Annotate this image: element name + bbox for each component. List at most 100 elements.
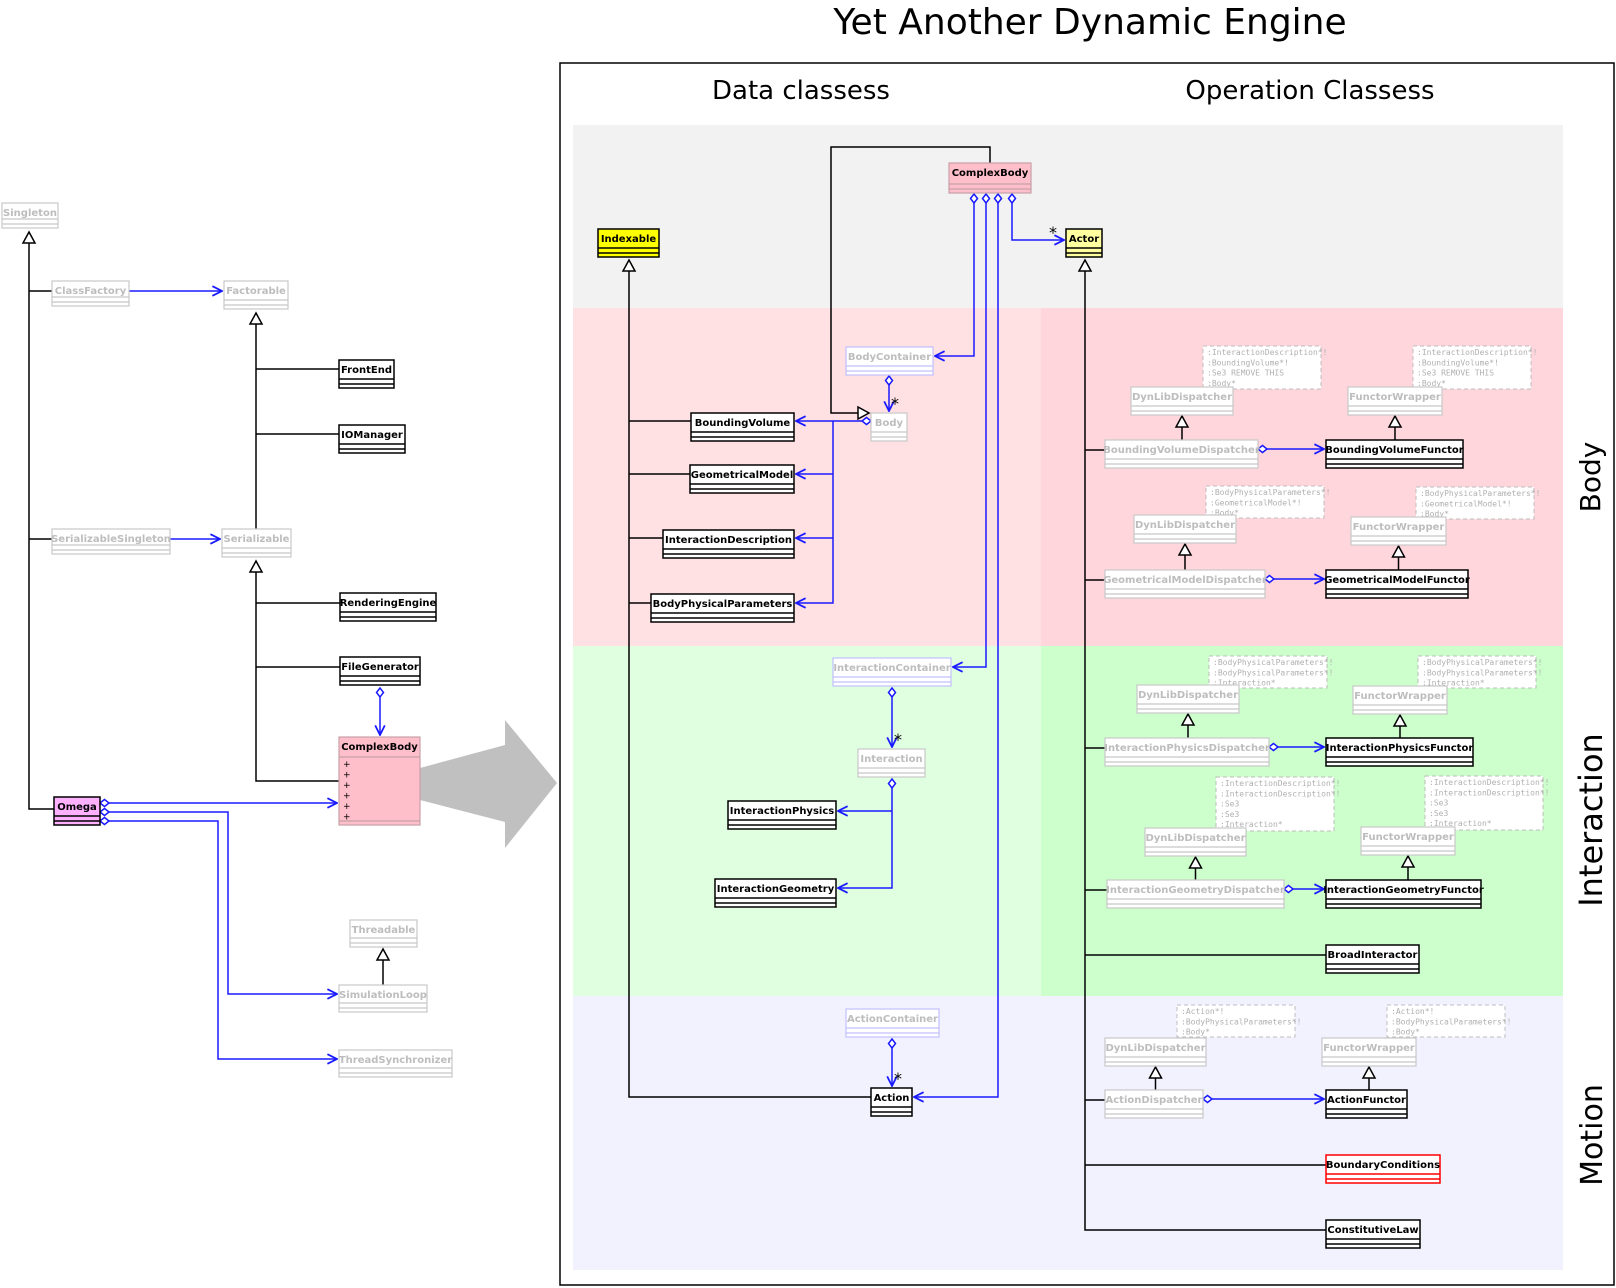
class-attribute: + — [343, 771, 351, 781]
class-complex-body-left: ComplexBody++++++ — [338, 736, 421, 826]
class-interaction-physics-dispatcher: InteractionPhysicsDispatcher — [1104, 737, 1270, 767]
note-line: :Se3 REMOVE THIS — [1207, 369, 1284, 378]
edge-aggregate-body-bpp — [796, 421, 834, 603]
class-name: ClassFactory — [55, 286, 127, 297]
note-line: :Body* — [1391, 1028, 1420, 1037]
class-constitutive-law: ConstitutiveLaw — [1325, 1219, 1421, 1249]
class-action-functor: ActionFunctor — [1325, 1089, 1408, 1119]
class-broad-interactor: BroadInteractor — [1325, 944, 1420, 974]
class-name: DynLibDispatcher — [1105, 1043, 1205, 1054]
class-box — [948, 162, 1032, 194]
class-attribute: + — [343, 760, 351, 770]
template-note: :InteractionDescription*!:InteractionDes… — [1215, 776, 1340, 832]
class-fw1: FunctorWrapper — [1347, 386, 1443, 416]
note-line: :Se3 — [1429, 799, 1448, 808]
edge-aggregate-interaction-geometry — [838, 788, 893, 888]
inheritance-arrowhead — [1391, 544, 1406, 558]
note-box — [1386, 1004, 1506, 1038]
edge-aggregate-omega-simulationloop — [109, 811, 337, 994]
class-action: Action — [870, 1087, 913, 1117]
note-line: :Body* — [1210, 509, 1239, 518]
note-line: :InteractionDescription*! — [1207, 348, 1327, 357]
note-line: :Interaction* — [1429, 819, 1492, 828]
class-geometrical-model-dispatcher: GeometricalModelDispatcher — [1103, 569, 1267, 599]
class-name: FunctorWrapper — [1362, 832, 1454, 843]
class-boundary-conditions: BoundaryConditions — [1325, 1154, 1441, 1184]
class-name: InteractionPhysicsDispatcher — [1104, 743, 1270, 754]
class-interaction-physics-functor: InteractionPhysicsFunctor — [1325, 737, 1474, 767]
class-threadable: Threadable — [349, 919, 418, 948]
note-box — [1215, 776, 1335, 832]
note-line: :Se3 REMOVE THIS — [1417, 369, 1494, 378]
class-name: IOManager — [341, 430, 403, 441]
class-box — [338, 736, 421, 826]
class-body: Body — [870, 412, 908, 442]
inheritance-arrowhead — [21, 230, 37, 244]
class-box — [1130, 386, 1234, 416]
region-top-op — [1041, 125, 1563, 308]
class-name: BroadInteractor — [1328, 950, 1418, 961]
class-name: RenderingEngine — [340, 598, 437, 609]
class-dld2: DynLibDispatcher — [1133, 514, 1237, 544]
note-line: :BoundingVolume*! — [1207, 358, 1289, 367]
class-action-dispatcher: ActionDispatcher — [1104, 1089, 1204, 1119]
aggregation-diamond — [375, 686, 385, 699]
multiplicity-label: * — [1049, 223, 1057, 242]
class-name: Singleton — [3, 208, 57, 219]
edge-aggregate-complexbody-bodycontainer — [935, 203, 975, 356]
edge-aggregate-omega-threadsynchronizer — [109, 820, 337, 1059]
class-name: BoundingVolumeFunctor — [1325, 445, 1464, 456]
class-geometrical-model: GeometricalModel — [689, 464, 795, 494]
class-name: Interaction — [860, 754, 922, 765]
class-box — [1104, 1037, 1207, 1067]
template-note: :InteractionDescription*!:BoundingVolume… — [1412, 345, 1537, 390]
note-box — [1415, 486, 1535, 520]
note-line: :Action*! — [1181, 1007, 1224, 1016]
class-simulation-loop: SimulationLoop — [338, 984, 428, 1013]
note-box — [1208, 655, 1328, 689]
class-iomanager: IOManager — [338, 424, 406, 454]
class-box — [870, 412, 908, 442]
class-interaction-geometry-dispatcher: InteractionGeometryDispatcher — [1106, 879, 1285, 909]
class-box — [1104, 737, 1270, 767]
class-box — [832, 657, 952, 687]
class-box — [845, 1008, 940, 1038]
row-label-interaction: Interaction — [1572, 733, 1610, 907]
class-name: InteractionGeometry — [717, 884, 835, 895]
class-interaction-geometry-functor: InteractionGeometryFunctor — [1323, 879, 1484, 909]
class-dld1: DynLibDispatcher — [1130, 386, 1234, 416]
class-singleton: Singleton — [1, 202, 59, 229]
class-name: InteractionGeometryFunctor — [1323, 885, 1484, 896]
class-name: BoundingVolume — [695, 418, 791, 429]
inheritance-arrowhead — [1177, 542, 1193, 556]
class-interaction: Interaction — [857, 748, 926, 778]
template-note: :BodyPhysicalParameters*!:BodyPhysicalPa… — [1417, 655, 1542, 689]
class-box — [1133, 514, 1237, 544]
class-name: FunctorWrapper — [1349, 392, 1441, 403]
class-name: ActionFunctor — [1327, 1095, 1406, 1106]
inheritance-arrowhead — [375, 947, 391, 961]
class-rendering-engine: RenderingEngine — [339, 592, 437, 622]
note-line: :Body* — [1207, 379, 1236, 388]
note-line: :GeometricalModel*! — [1420, 499, 1512, 508]
note-line: :BodyPhysicalParameters*! — [1422, 668, 1542, 677]
class-fw4: FunctorWrapper — [1360, 826, 1456, 856]
class-name: InteractionDescription — [665, 535, 792, 546]
class-geometrical-model-functor: GeometricalModelFunctor — [1324, 569, 1470, 599]
class-name: Actor — [1069, 234, 1099, 245]
aggregation-diamond — [98, 807, 111, 817]
class-name: FileGenerator — [341, 662, 419, 673]
class-name: BodyContainer — [848, 352, 931, 363]
class-complex-body: ComplexBody — [948, 162, 1032, 194]
inheritance-arrowhead — [1174, 414, 1190, 428]
column-header-data: Data classess — [712, 76, 890, 106]
region-body-data — [573, 308, 1041, 646]
class-name: ConstitutiveLaw — [1327, 1225, 1418, 1236]
transition-arrow — [420, 720, 557, 848]
column-header-operation: Operation Classess — [1185, 76, 1434, 106]
class-name: GeometricalModelFunctor — [1324, 575, 1470, 586]
template-note: :Action*!:BodyPhysicalParameters*!:Body* — [1386, 1004, 1511, 1038]
class-bounding-volume: BoundingVolume — [690, 412, 795, 442]
note-line: :Body* — [1420, 510, 1449, 519]
class-box — [1350, 516, 1447, 546]
